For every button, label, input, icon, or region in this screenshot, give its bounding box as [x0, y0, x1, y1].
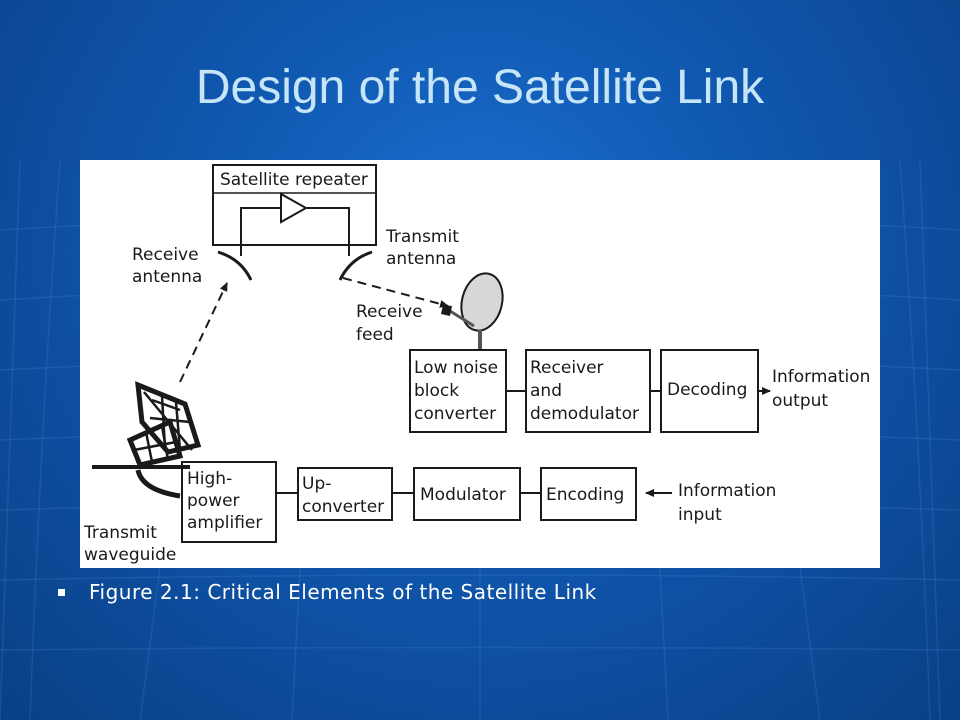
svg-text:Information: Information [772, 367, 870, 387]
svg-text:block: block [414, 381, 459, 401]
svg-text:High-: High- [187, 469, 232, 489]
svg-text:Receiver: Receiver [530, 358, 604, 378]
svg-text:amplifier: amplifier [187, 513, 262, 533]
transmit-antenna-icon [338, 250, 373, 281]
svg-text:feed: feed [356, 325, 394, 345]
uplink-path [179, 282, 228, 383]
svg-text:Satellite repeater: Satellite repeater [220, 170, 368, 190]
svg-text:waveguide: waveguide [84, 545, 176, 565]
transmit-dish-icon [92, 381, 202, 499]
satellite-link-figure: Satellite repeater Receive antenna Trans… [80, 160, 880, 568]
downlink-path [342, 277, 449, 308]
figure-caption: Figure 2.1: Critical Elements of the Sat… [89, 580, 597, 604]
svg-text:antenna: antenna [386, 249, 456, 269]
svg-text:converter: converter [414, 404, 496, 424]
encoding-box [540, 467, 637, 521]
svg-text:Decoding: Decoding [667, 380, 747, 400]
caption-row: Figure 2.1: Critical Elements of the Sat… [58, 578, 597, 606]
svg-text:power: power [187, 491, 240, 511]
svg-text:antenna: antenna [132, 267, 202, 287]
svg-text:Transmit: Transmit [83, 523, 157, 543]
amplifier-triangle-icon [280, 192, 309, 224]
svg-text:Transmit: Transmit [385, 227, 459, 247]
svg-text:and: and [530, 381, 562, 401]
receive-antenna-icon [217, 250, 253, 281]
receive-dish-icon [441, 272, 504, 350]
svg-text:Modulator: Modulator [420, 485, 506, 505]
svg-text:Receive: Receive [356, 302, 423, 322]
hpa-box [181, 461, 277, 543]
satellite-link-diagram: Satellite repeater Receive antenna Trans… [83, 164, 870, 565]
svg-text:demodulator: demodulator [530, 404, 639, 424]
svg-text:output: output [772, 391, 828, 411]
bullet-icon [58, 588, 65, 596]
svg-text:input: input [678, 505, 722, 525]
svg-text:Receive: Receive [132, 245, 199, 265]
svg-text:Low noise: Low noise [414, 358, 498, 378]
svg-text:converter: converter [302, 497, 384, 517]
svg-text:Encoding: Encoding [546, 485, 624, 505]
svg-text:Information: Information [678, 481, 776, 501]
satellite-repeater-box: Satellite repeater [212, 164, 377, 250]
svg-text:Up-: Up- [302, 474, 331, 494]
slide-title: Design of the Satellite Link [195, 61, 765, 114]
